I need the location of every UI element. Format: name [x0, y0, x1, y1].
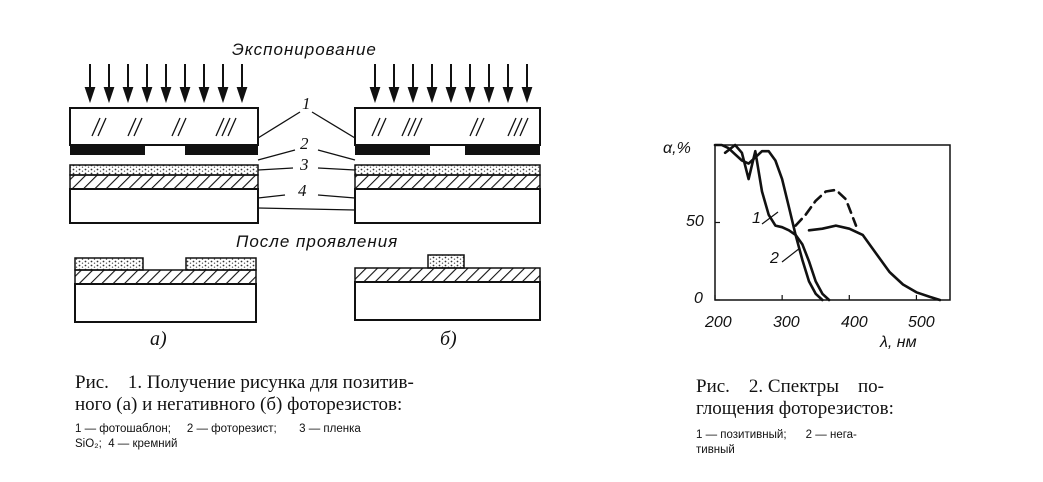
right-silicon	[354, 188, 541, 224]
right-mask-opaque-2	[465, 145, 540, 155]
y-axis-label: α,%	[663, 140, 691, 157]
callout-3: 3	[300, 155, 309, 174]
series-line-2-tail	[807, 224, 942, 302]
leader-lines	[257, 111, 356, 211]
figure2-legend-line2: тивный	[696, 444, 735, 456]
x-tick-300: 300	[773, 314, 800, 331]
right-exposure-arrows	[369, 64, 533, 104]
curve-label-2: 2	[770, 250, 779, 267]
after-development-label: После проявления	[236, 232, 399, 251]
exposure-arrowhead	[122, 87, 134, 104]
series-line-1	[723, 143, 831, 302]
figure2-caption-line2: глощения фоторезистов:	[696, 398, 894, 419]
right-dev-silicon	[354, 281, 541, 321]
subfigure-b-label: б)	[440, 328, 457, 350]
curve-label-leader	[781, 247, 801, 263]
callout-2: 2	[300, 134, 309, 153]
right-photomask-glass	[354, 107, 541, 146]
exposure-arrowhead	[141, 87, 153, 104]
left-dev-silicon	[74, 283, 257, 323]
x-tick-400: 400	[841, 314, 868, 331]
exposure-arrowhead	[502, 87, 514, 104]
subfigure-a-label: а)	[150, 328, 167, 350]
exposure-arrowhead	[521, 87, 533, 104]
x-axis-label: λ, нм	[880, 334, 917, 351]
left-exposure-arrows	[84, 64, 248, 104]
series-line-1-dashed	[794, 188, 858, 227]
exposure-arrowhead	[445, 87, 457, 104]
exposure-label: Экспонирование	[232, 40, 377, 59]
left-mask-opaque-1	[70, 145, 145, 155]
exposure-arrowhead	[483, 87, 495, 104]
figure2-caption-line1: Рис. 2. Спектры по-	[696, 376, 884, 397]
figure2-legend-line1: 1 — позитивный; 2 — нега-	[696, 429, 857, 441]
exposure-arrowhead	[388, 87, 400, 104]
exposure-arrowhead	[464, 87, 476, 104]
y-tick-50: 50	[686, 213, 704, 230]
exposure-arrowhead	[407, 87, 419, 104]
x-tick-500: 500	[908, 314, 935, 331]
curve-label-1: 1	[752, 210, 761, 227]
exposure-arrowhead	[84, 87, 96, 104]
exposure-arrowhead	[160, 87, 172, 104]
callout-4: 4	[298, 181, 307, 200]
x-tick-200: 200	[705, 314, 732, 331]
series-line-2	[713, 143, 824, 302]
exposure-arrowhead	[179, 87, 191, 104]
y-tick-0: 0	[694, 290, 703, 307]
exposure-arrowhead	[198, 87, 210, 104]
figure1-legend-line1: 1 — фотошаблон; 2 — фоторезист; 3 — плен…	[75, 423, 361, 435]
callout-1: 1	[302, 94, 311, 113]
curve-label-leader	[761, 211, 779, 225]
figure1-drawing	[69, 64, 541, 323]
exposure-arrowhead	[236, 87, 248, 104]
figure1-caption-line1: Рис. 1. Получение рисунка для позитив-	[75, 372, 414, 393]
figure1-legend-line2: SiO₂; 4 — кремний	[75, 438, 178, 450]
exposure-arrowhead	[426, 87, 438, 104]
exposure-arrowhead	[217, 87, 229, 104]
left-mask-opaque-2	[185, 145, 258, 155]
figure1-caption-line2: ного (а) и негативного (б) фоторезистов:	[75, 394, 403, 415]
exposure-arrowhead	[103, 87, 115, 104]
left-silicon	[69, 188, 259, 224]
exposure-arrowhead	[369, 87, 381, 104]
right-mask-opaque-1	[355, 145, 430, 155]
